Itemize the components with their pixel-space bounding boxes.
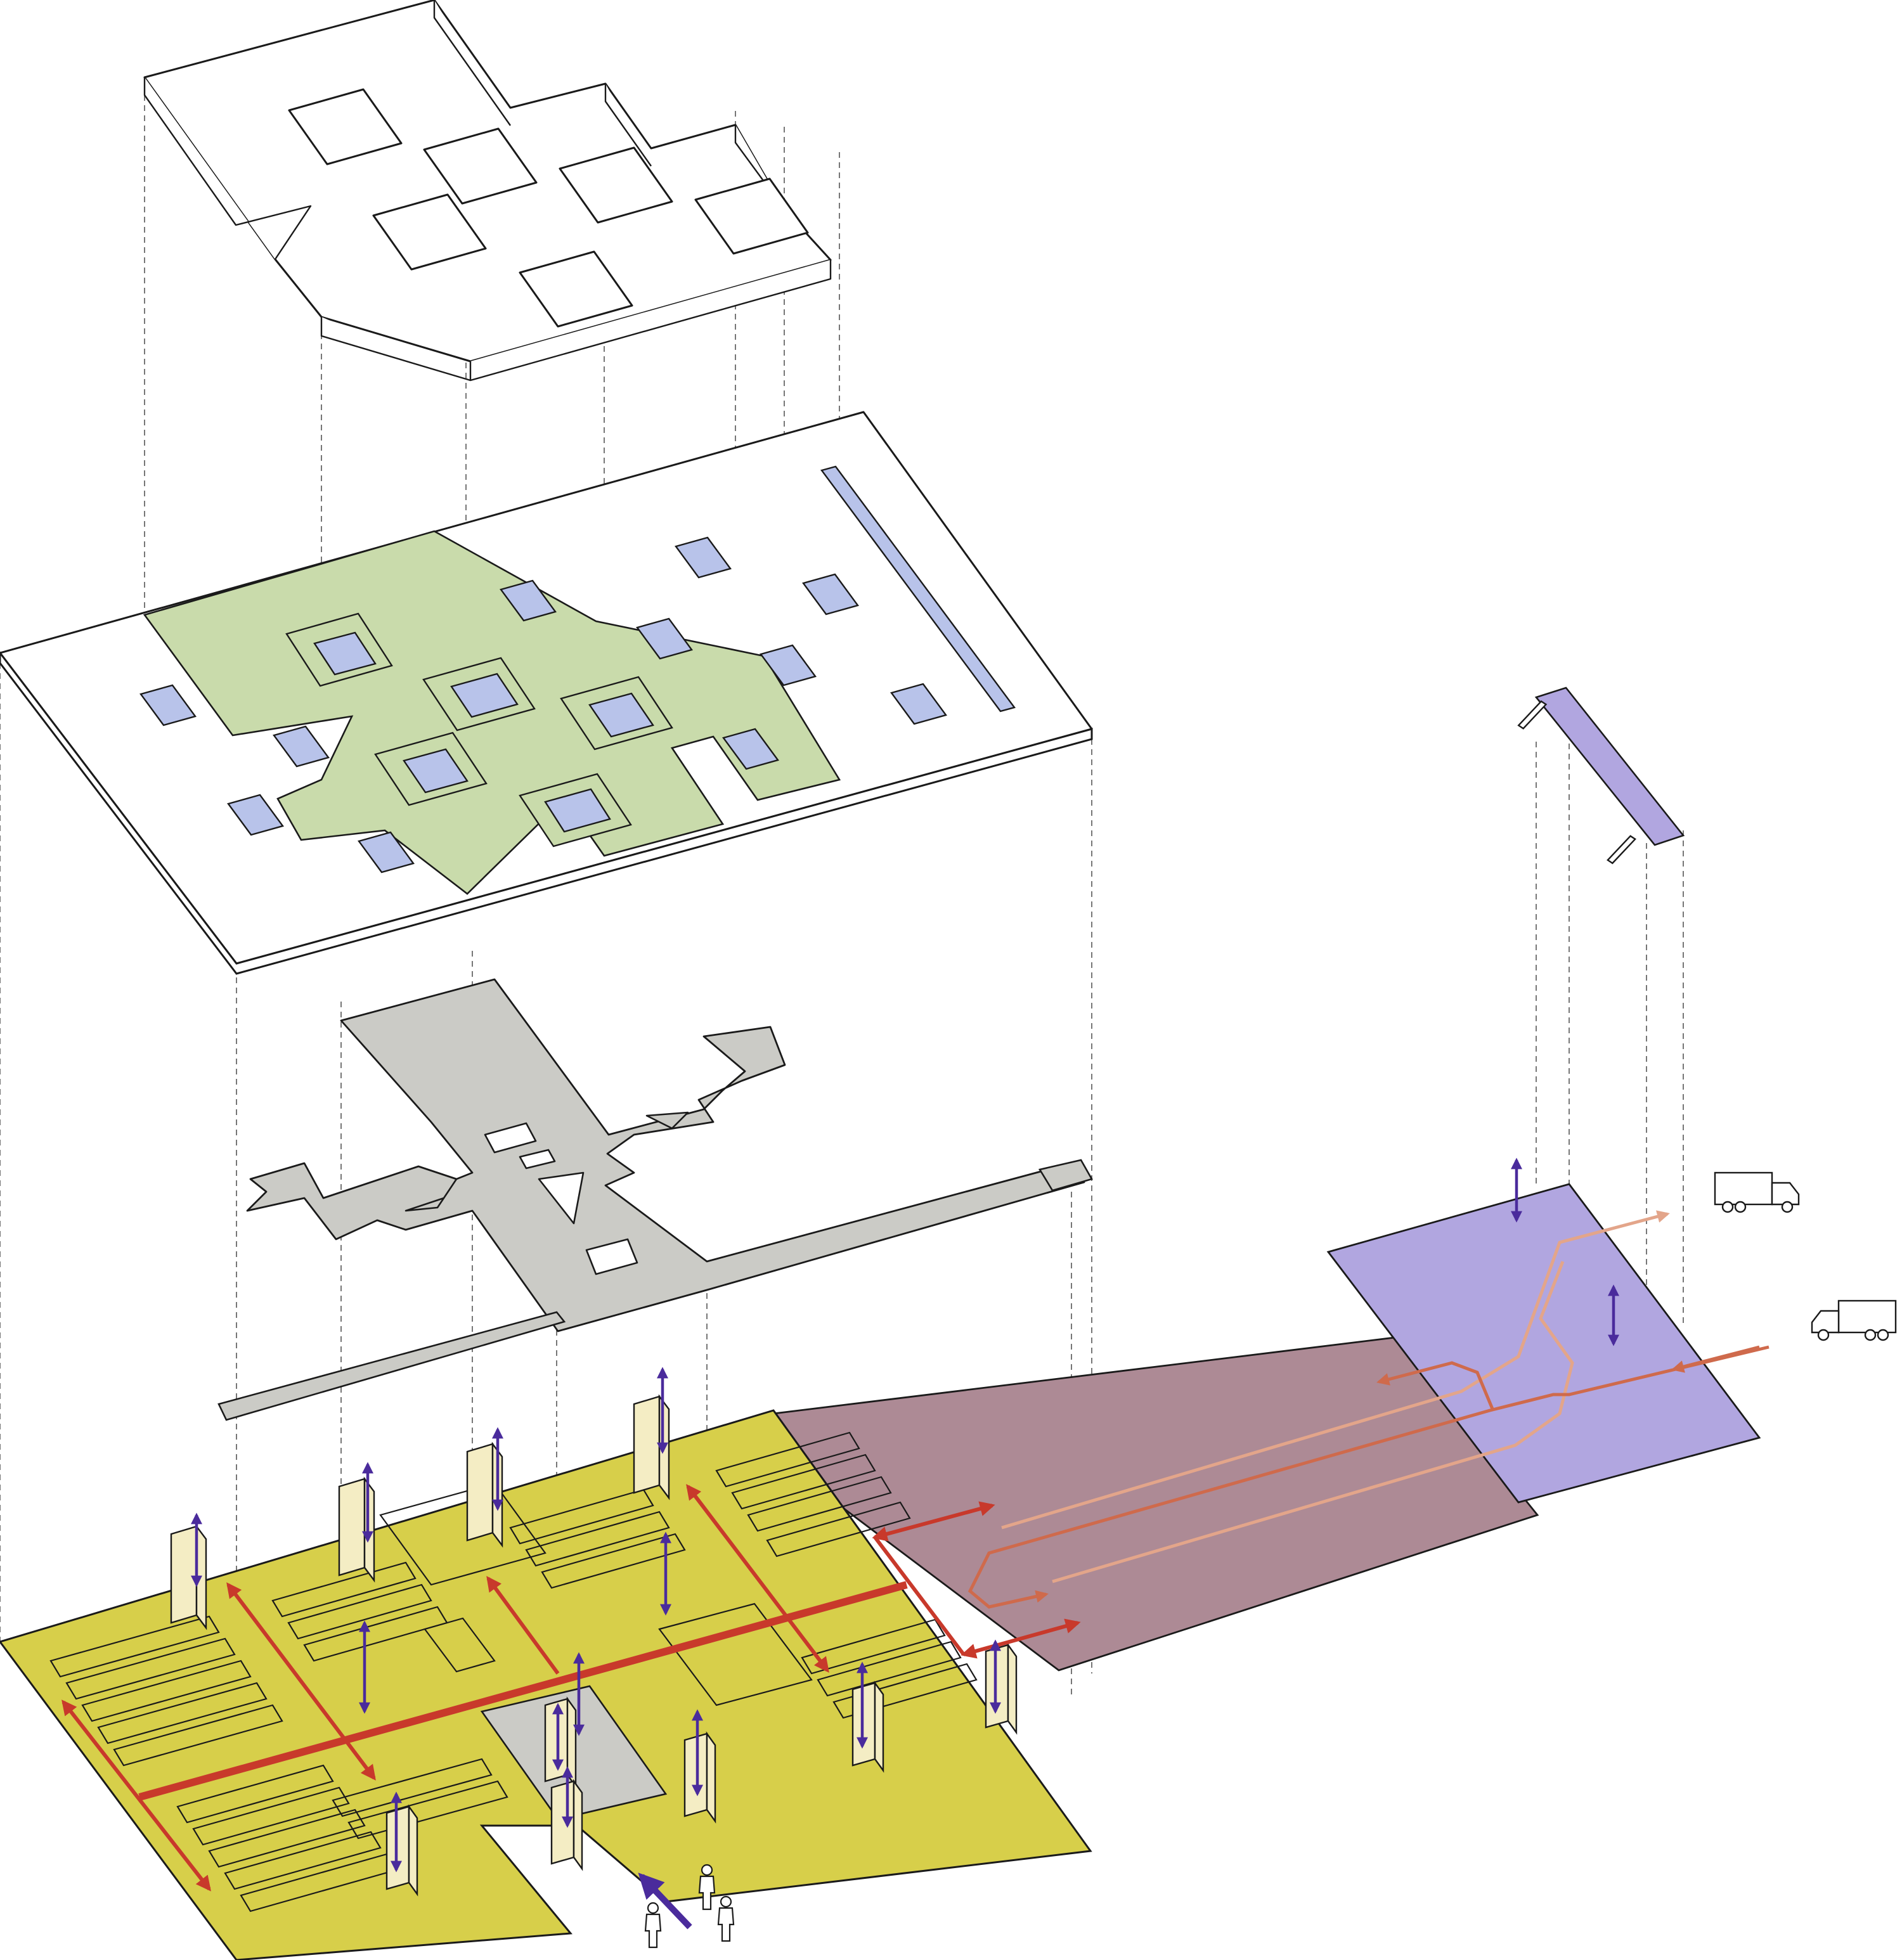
pedestrian-icon: [698, 1864, 716, 1911]
canopy: [1517, 687, 1685, 865]
car-circulation-arrows: [61, 1484, 1081, 1892]
mezzanine-floor: [217, 978, 1093, 1421]
vertical-movement-arrows: [191, 1157, 1619, 1930]
skylight-group: [285, 612, 673, 848]
delivery-truck-icon: [1714, 1171, 1800, 1213]
roof-skylights: [139, 465, 1016, 874]
delivery-truck-icon: [1811, 1299, 1897, 1341]
service-circulation-arrows: [967, 1210, 1769, 1609]
roof-slab: [0, 411, 1093, 975]
pedestrian-icon: [717, 1895, 735, 1942]
roof-frame: [143, 0, 832, 382]
pedestrian-icon: [644, 1902, 662, 1949]
